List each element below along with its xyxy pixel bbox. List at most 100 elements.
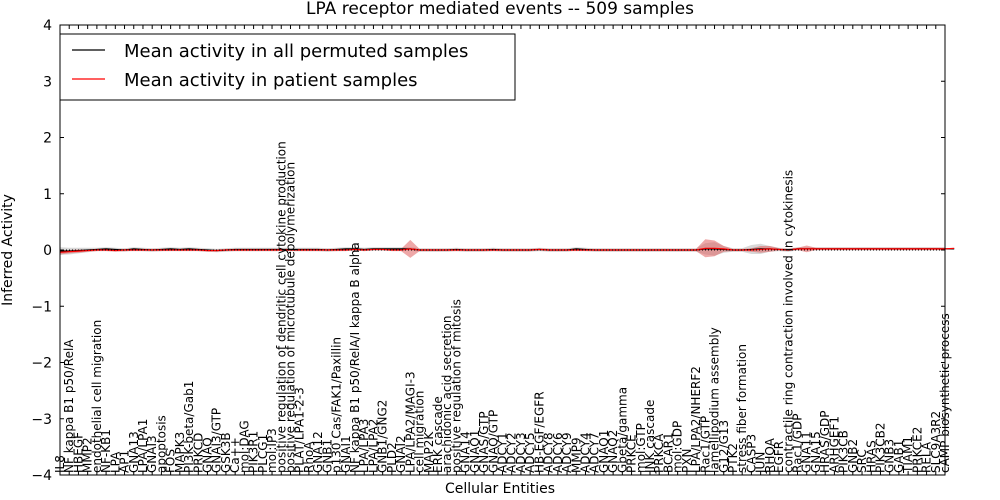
x-tick-label: HB-EGF/EGFR — [532, 391, 546, 473]
x-tick-label: ADCY9 — [560, 432, 574, 473]
x-tick-label: TIAM1 — [901, 436, 915, 474]
x-tick-label: JNK cascade — [643, 400, 657, 474]
x-tick-label: CASP3 — [744, 434, 758, 473]
x-tick-label: SLC9A3R2 — [929, 411, 943, 473]
x-tick-label: cell migration — [413, 391, 427, 473]
x-tick-label: G12/G13 — [717, 420, 731, 473]
y-tick-label: −3 — [31, 412, 52, 428]
x-tick-label: IL8 — [53, 455, 67, 473]
x-tick-label: EGFR — [772, 441, 786, 473]
x-tick-label: LPA/LPA3 — [357, 419, 371, 473]
x-tick-label: endothelial cell migration — [90, 320, 104, 473]
x-tick-label: PRKCE — [625, 434, 639, 473]
x-tick-label: PLD2 — [385, 442, 399, 473]
x-tick-label: stress fiber formation — [735, 344, 749, 473]
x-tick-label: GNA11 — [800, 431, 814, 473]
x-tick-label: GNAQ — [201, 437, 215, 473]
x-tick-label: mol:IP3 — [265, 428, 279, 473]
x-tick-label: LPA/LPA2/NHERF2 — [689, 366, 703, 473]
legend: Mean activity in all permuted samples Me… — [59, 33, 516, 101]
x-tick-label: LPA/LPA1 — [136, 419, 150, 473]
legend-label-patient: Mean activity in patient samples — [124, 70, 418, 91]
x-tick-label: PIK3CB — [837, 430, 851, 473]
x-tick-label: PI3K-beta/Gab1 — [182, 381, 196, 473]
x-tick-label: GNB1/GNG2 — [376, 400, 390, 473]
x-tick-label: RhoA — [302, 441, 316, 473]
x-tick-label: GNAI3/GTP — [210, 408, 224, 473]
x-tick-label: ADCY1 — [496, 432, 510, 473]
x-tick-label: GNA12 — [311, 431, 325, 473]
x-tick-label: cAMP biosynthetic process — [938, 313, 952, 473]
x-tick-label: PRKCD — [191, 433, 205, 473]
x-tick-label: FOS — [164, 449, 178, 473]
y-tick-label: 3 — [43, 74, 52, 90]
x-tick-label: mol:GTP — [634, 423, 648, 473]
x-tick-label: GNA13 — [127, 431, 141, 473]
y-tick-label: 2 — [43, 131, 52, 147]
x-tick-label: PTK2 — [726, 443, 740, 473]
x-tick-label: MMP2 — [81, 437, 95, 473]
x-tick-label: PRKCA — [652, 433, 666, 473]
x-tick-label: RELA — [920, 441, 934, 473]
x-tick-label: GSK3B — [219, 432, 233, 473]
x-tick-label: mol:DAG — [237, 420, 251, 473]
x-tick-label: PRKCE2 — [910, 427, 924, 473]
chart-title: LPA receptor mediated events -- 509 samp… — [306, 0, 694, 19]
x-tick-label: HRAS — [864, 440, 878, 473]
x-tick-label: ADCY3 — [514, 432, 528, 473]
y-tick-label: 4 — [43, 18, 52, 34]
legend-label-permuted: Mean activity in all permuted samples — [124, 41, 468, 62]
x-tick-label: GNB2 — [846, 439, 860, 473]
x-tick-label: GNAI3 — [145, 435, 159, 473]
x-tick-label: PIK3R1 — [247, 431, 261, 473]
x-tick-label: positive regulation of dendritic cell cy… — [274, 141, 288, 473]
x-tick-label: positive regulation of mitosis — [449, 299, 463, 473]
x-tick-label: lamellipodium assembly — [708, 327, 722, 473]
x-tick-label: HRAS/GDP — [818, 410, 832, 473]
x-tick-label: mol:GDP — [671, 421, 685, 473]
x-tick-label: PLCG1 — [256, 434, 270, 473]
x-tick-label: LPA/LPA2 — [366, 419, 380, 473]
x-tick-label: NF kappa B1 p50/RelA — [62, 339, 76, 473]
x-tick-label: BCAR1 — [661, 432, 675, 473]
x-axis-title: Cellular Entities — [445, 481, 555, 497]
x-tick-label: Gbeta/gamma — [615, 387, 629, 473]
x-tick-label: GNA15 — [809, 431, 823, 473]
x-tick-label: LPA/LPA2/MAGI-3 — [403, 371, 417, 473]
x-tick-label: contractile ring contraction involved in… — [781, 170, 795, 473]
x-tick-label: GNAO1 — [468, 430, 482, 473]
x-tick-label: positive regulation of microtubule depol… — [283, 162, 297, 473]
x-tick-label: GNAQ1 — [597, 430, 611, 473]
x-tick-label: RHOA — [763, 437, 777, 473]
x-tick-label: arachidonic acid secretion — [440, 316, 454, 473]
y-tick-label: 1 — [43, 187, 52, 203]
x-tick-label: PLAT/LPA1-2-3 — [293, 387, 307, 473]
x-tick-label: LPA — [108, 451, 122, 473]
legend-box — [59, 33, 516, 101]
x-tick-label: Rac1/GTP — [698, 416, 712, 473]
x-tick-label: PIK3CB2 — [873, 422, 887, 473]
x-tick-label: ADCY5 — [523, 432, 537, 473]
x-tick-label: GNAQ/GTP — [486, 410, 500, 473]
x-tick-label: MAP2K — [422, 431, 436, 473]
x-tick-label: SRC — [855, 449, 869, 473]
y-tick-label: −1 — [31, 299, 52, 315]
x-tick-label: ADCY6 — [551, 432, 565, 473]
x-tick-label: NF kappa B1 p50/RelA/I kappa B alpha — [348, 242, 362, 473]
x-tick-label: MAPK3 — [173, 432, 187, 473]
x-tick-label: ADCY4 — [578, 432, 592, 473]
y-tick-label: 0 — [43, 243, 52, 259]
x-tick-label: ADCY7 — [588, 432, 602, 473]
x-tick-label: AP1 — [118, 450, 132, 473]
x-tick-label: ADCY8 — [542, 432, 556, 473]
x-tick-label: GNB3 — [883, 439, 897, 473]
x-tick-label: Rac1/GDP — [791, 414, 805, 473]
x-tick-label: apoptosis — [154, 415, 168, 473]
x-tick-label: ADCY2 — [505, 432, 519, 473]
x-tick-label: PXN — [680, 449, 694, 473]
x-tick-label: MMP9 — [569, 437, 583, 473]
x-tick-label: GNB1 — [320, 439, 334, 473]
x-tick-label: GNA14 — [459, 431, 473, 473]
x-tick-label: GNAI1 — [339, 435, 353, 473]
